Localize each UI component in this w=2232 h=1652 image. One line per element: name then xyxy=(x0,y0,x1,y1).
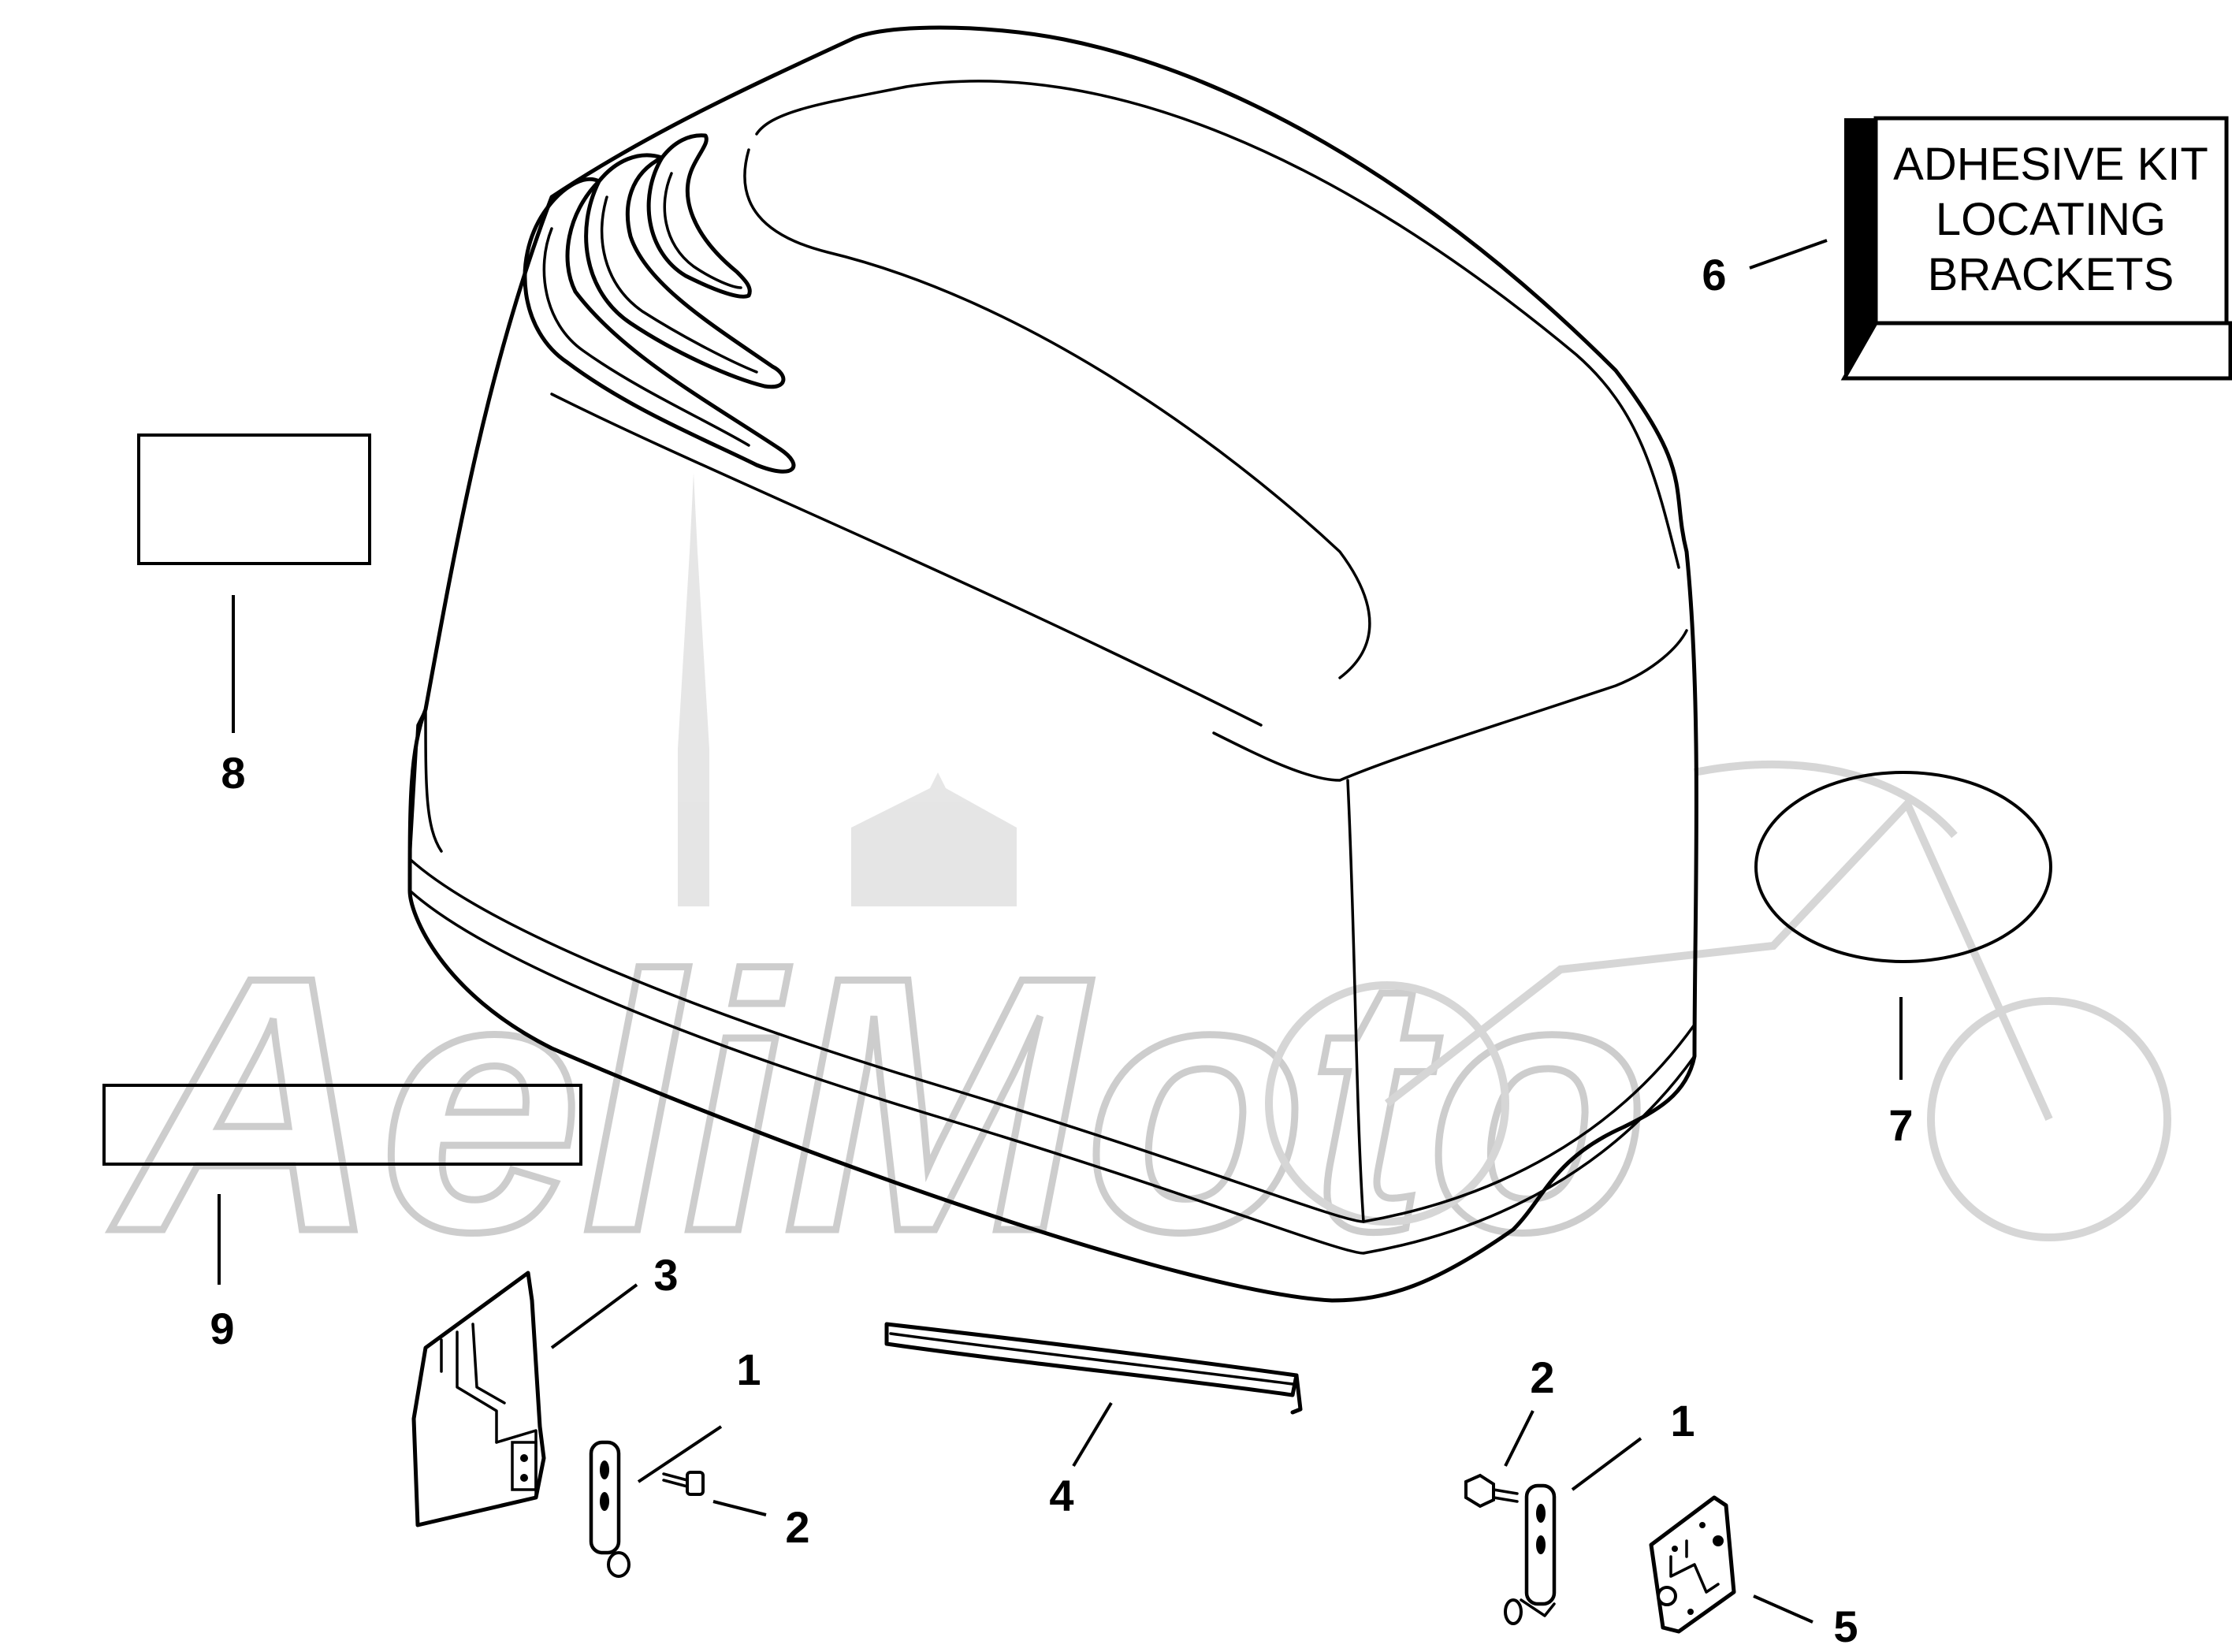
callout-5: 5 xyxy=(1833,1602,1858,1651)
watermark: AeliMoto xyxy=(103,473,2171,1311)
leader-2-left xyxy=(712,1500,767,1516)
mounting-plate-5 xyxy=(1649,1495,1736,1634)
motor-cover xyxy=(407,25,1698,1303)
adhesive-kit-box: ADHESIVE KIT LOCATING BRACKETS xyxy=(1840,116,2232,381)
callout-4: 4 xyxy=(1049,1471,1073,1520)
adhesive-kit-line-1: ADHESIVE KIT xyxy=(1893,139,2208,190)
callout-2-left: 2 xyxy=(785,1502,809,1552)
callout-8: 8 xyxy=(221,748,245,798)
watermark-castle-icon xyxy=(631,473,1017,906)
callout-2-right: 2 xyxy=(1530,1352,1554,1402)
decal-8 xyxy=(137,433,371,565)
leader-5 xyxy=(1753,1594,1814,1624)
leader-3 xyxy=(550,1283,638,1349)
callout-9: 9 xyxy=(210,1304,234,1353)
screw-2-left xyxy=(662,1471,705,1496)
adhesive-kit-line-2: LOCATING xyxy=(1936,194,2166,245)
adhesive-kit-line-3: BRACKETS xyxy=(1928,249,2174,300)
locating-bracket-1-left xyxy=(589,1440,631,1578)
callout-1-right: 1 xyxy=(1670,1396,1694,1446)
callout-3: 3 xyxy=(653,1250,678,1300)
seal-strip-4 xyxy=(884,1322,1303,1415)
cover-vent-slots xyxy=(523,133,796,474)
bolt-2-right xyxy=(1464,1473,1519,1509)
callout-7: 7 xyxy=(1888,1100,1913,1150)
decal-9 xyxy=(102,1084,582,1166)
callout-1-left: 1 xyxy=(736,1345,761,1394)
bracket-plate-3 xyxy=(411,1271,546,1527)
callout-6: 6 xyxy=(1702,250,1726,300)
locating-bracket-1-right xyxy=(1504,1483,1557,1625)
decal-7 xyxy=(1754,771,2052,963)
leader-2-right xyxy=(1504,1410,1534,1467)
leader-4 xyxy=(1072,1401,1113,1468)
leader-1-left xyxy=(637,1425,723,1483)
watermark-motorcycle-icon xyxy=(1265,761,2171,1241)
leader-6 xyxy=(1749,239,1828,270)
leader-1-right xyxy=(1571,1437,1642,1491)
watermark-text: AeliMoto xyxy=(107,902,1649,1307)
